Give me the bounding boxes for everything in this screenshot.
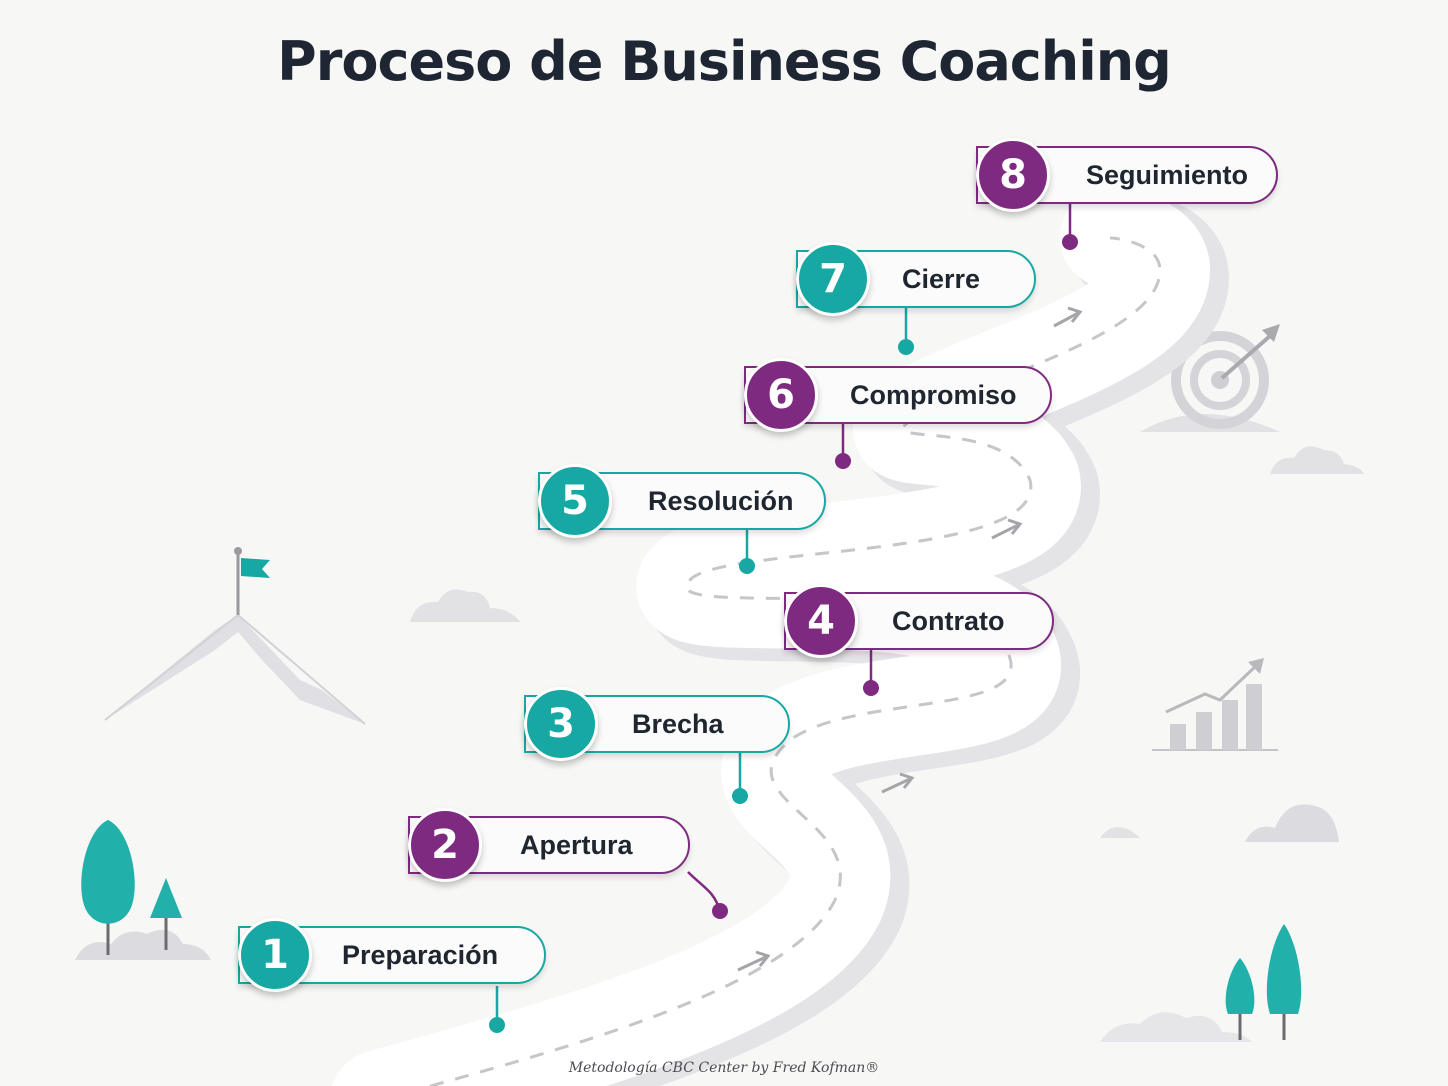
step-label: Resolución [648, 486, 794, 516]
step-number: 4 [784, 584, 858, 658]
target-icon [1140, 324, 1280, 432]
mountain-flag-icon [104, 547, 366, 725]
step-number: 7 [796, 242, 870, 316]
credit-footer: Metodología CBC Center by Fred Kofman® [568, 1060, 880, 1076]
tree-icon [81, 820, 1302, 1040]
step-connectors [489, 204, 1078, 1033]
page-title: Proceso de Business Coaching [277, 30, 1172, 93]
step-label: Cierre [902, 264, 981, 294]
arrow-icon [737, 306, 1083, 972]
step-number: 5 [538, 464, 612, 538]
road-pin [898, 339, 914, 355]
step-label: Brecha [632, 709, 724, 739]
road-pin [712, 903, 728, 919]
step-number: 8 [976, 138, 1050, 212]
step-label: Apertura [520, 830, 633, 860]
step-number: 1 [238, 918, 312, 992]
step-label: Seguimiento [1086, 160, 1249, 190]
step-label: Preparación [342, 940, 499, 970]
road-pin [489, 1017, 505, 1033]
step-label: Contrato [892, 606, 1005, 636]
step-number: 3 [524, 687, 598, 761]
road-pin [732, 788, 748, 804]
step-label: Compromiso [850, 380, 1017, 410]
road-pin [739, 558, 755, 574]
road-pin [1062, 234, 1078, 250]
step-number: 6 [744, 358, 818, 432]
road-pin [835, 453, 851, 469]
step-number: 2 [408, 808, 482, 882]
bar-chart-icon [1152, 658, 1278, 751]
road-pin [863, 680, 879, 696]
